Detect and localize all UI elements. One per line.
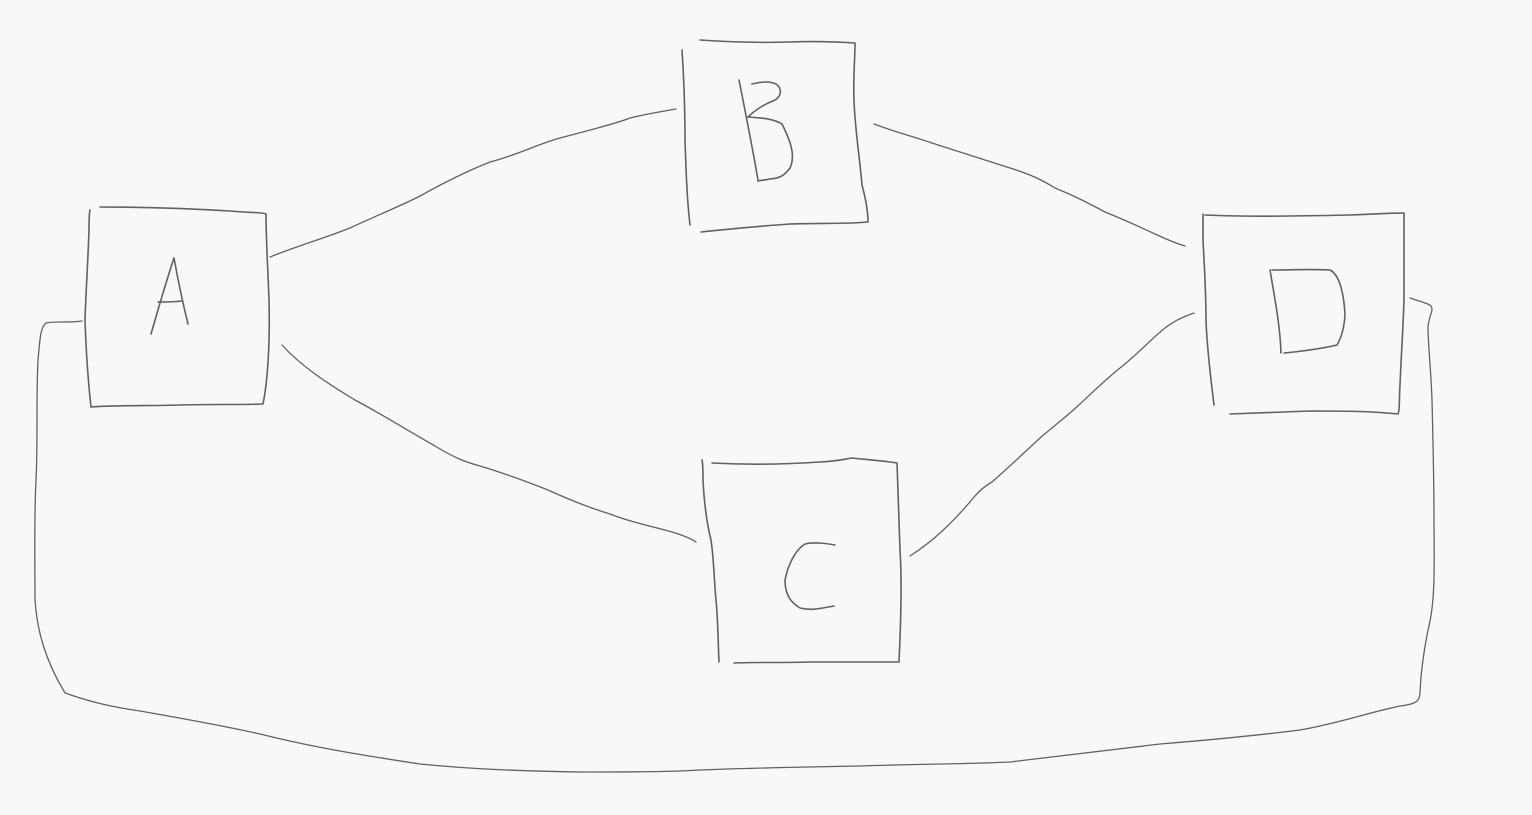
node-c[interactable]: C: [0, 0, 902, 664]
node-a-glyph: [150, 257, 189, 335]
node-d-box: [1202, 212, 1405, 415]
node-d[interactable]: D: [0, 0, 1405, 415]
edge-c-d: [909, 312, 1195, 557]
edge-a-b: [269, 108, 677, 258]
edge-a-d: [34, 297, 1435, 773]
node-b[interactable]: B: [0, 0, 869, 233]
node-c-box: [701, 457, 902, 664]
edge-b-d: [873, 123, 1186, 247]
node-d-glyph: [1269, 268, 1346, 354]
edge-a-c: [281, 344, 697, 543]
node-a[interactable]: A: [0, 0, 271, 408]
node-b-glyph: [738, 79, 794, 182]
node-b-box: [681, 39, 869, 233]
node-a-box: [84, 206, 271, 408]
edges-layer: [34, 108, 1435, 773]
node-c-glyph: [784, 542, 836, 611]
